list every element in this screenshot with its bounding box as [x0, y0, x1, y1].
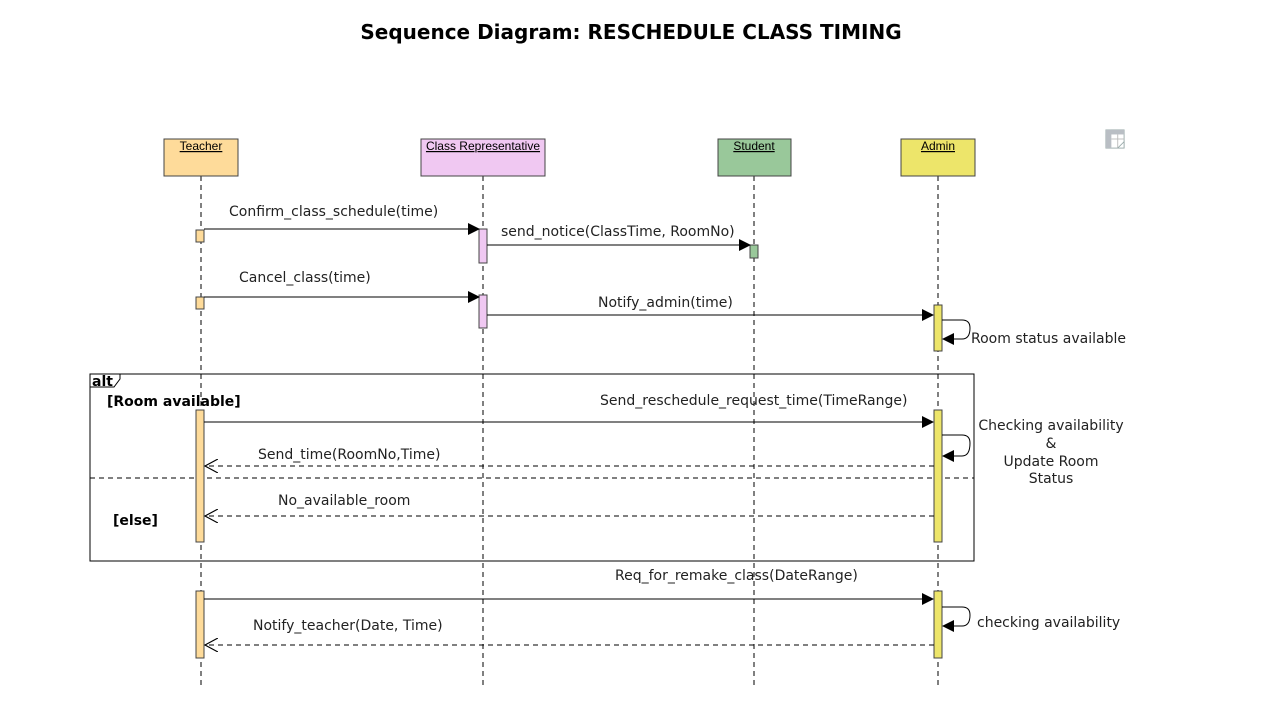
message-label: Room status available — [971, 331, 1126, 347]
participant-label: Teacher — [180, 139, 223, 153]
message-label: Update Room — [1003, 454, 1098, 470]
participant-student[interactable]: Student — [717, 138, 792, 177]
activation-bar — [195, 590, 205, 659]
message-label: Send_reschedule_request_time(TimeRange) — [600, 393, 907, 409]
fragment-guard-if: [Room available] — [107, 394, 241, 410]
activation-bar — [195, 229, 205, 243]
message-label: Notify_admin(time) — [598, 295, 733, 311]
participant-teacher[interactable]: Teacher — [163, 138, 239, 177]
participant-label: Admin — [921, 139, 955, 153]
message-room-status-available: Room status available — [942, 319, 1126, 347]
message-checking-availability: checking availability — [942, 606, 1120, 632]
message-label: & — [1046, 436, 1057, 452]
message-label: Checking availability — [978, 418, 1123, 434]
fragment-guard-else: [else] — [113, 513, 158, 529]
activation-bar — [195, 409, 205, 543]
message-req-for-remake-class: Req_for_remake_class(DateRange) — [204, 568, 934, 605]
message-checking-availability-update: Checking availability & Update Room Stat… — [942, 418, 1124, 487]
message-label: Notify_teacher(Date, Time) — [253, 618, 443, 634]
message-label: checking availability — [977, 615, 1120, 631]
message-confirm-class-schedule: Confirm_class_schedule(time) — [204, 204, 480, 235]
activation-bar — [478, 228, 488, 264]
participant-label: Student — [733, 139, 775, 153]
table-icon[interactable] — [1105, 129, 1125, 149]
activation-bar — [195, 296, 205, 310]
activation-bar — [478, 294, 488, 329]
message-label: Req_for_remake_class(DateRange) — [615, 568, 858, 584]
message-send-time: Send_time(RoomNo,Time) — [205, 447, 934, 466]
participant-class-representative[interactable]: Class Representative — [420, 138, 546, 177]
message-label: Status — [1029, 471, 1074, 487]
activation-bar — [933, 590, 943, 659]
fragment-operator: alt — [92, 374, 113, 390]
page-title: Sequence Diagram: RESCHEDULE CLASS TIMIN… — [360, 20, 902, 44]
message-send-reschedule-request: Send_reschedule_request_time(TimeRange) — [204, 393, 934, 428]
message-send-notice: send_notice(ClassTime, RoomNo) — [487, 224, 751, 251]
message-label: No_available_room — [278, 493, 410, 509]
participant-admin[interactable]: Admin — [900, 138, 976, 177]
message-notify-admin: Notify_admin(time) — [487, 295, 934, 321]
message-label: Cancel_class(time) — [239, 270, 371, 286]
message-notify-teacher: Notify_teacher(Date, Time) — [205, 618, 934, 645]
message-no-available-room: No_available_room — [205, 493, 934, 516]
participant-label: Class Representative — [426, 139, 540, 153]
message-label: send_notice(ClassTime, RoomNo) — [501, 224, 735, 240]
message-label: Confirm_class_schedule(time) — [229, 204, 438, 220]
alt-fragment: alt [Room available] [else] — [89, 373, 975, 562]
activation-bar — [933, 409, 943, 543]
activation-bar — [933, 304, 943, 352]
message-label: Send_time(RoomNo,Time) — [258, 447, 440, 463]
activation-bar — [749, 244, 759, 259]
message-cancel-class: Cancel_class(time) — [204, 270, 480, 303]
